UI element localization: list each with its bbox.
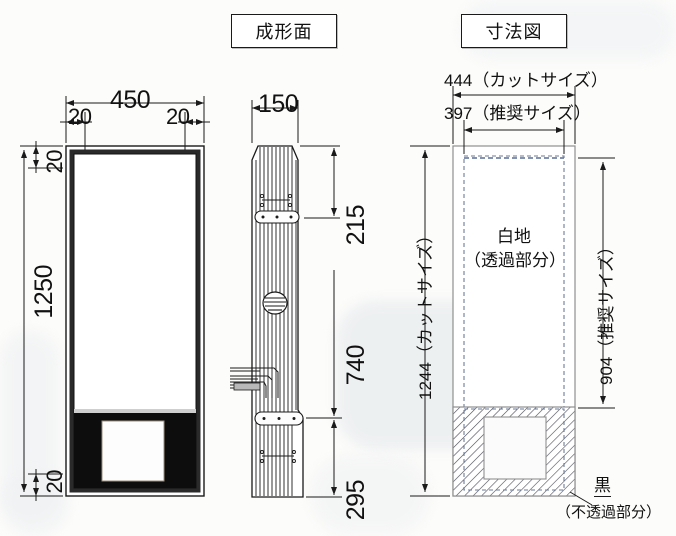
dim-height-recommend-label: 904（推奨サイズ） [597,238,616,385]
side-depth-label: 150 [258,90,299,118]
title-molding-surface: 成形面 [231,14,337,48]
front-view-dimensions [20,96,210,501]
black-area-label: 黒 [594,476,611,497]
title-dimension-drawing: 寸法図 [461,14,567,48]
dim-width-cut-label: 444（カットサイズ） [444,71,608,90]
front-margin-left-label: 20 [68,104,92,129]
side-view-dimensions [251,100,342,498]
front-margin-right-label: 20 [166,104,190,129]
white-area-label-line1: 白地 [497,227,531,246]
side-dim-215-label: 215 [342,205,370,246]
side-dim-295-label: 295 [342,480,370,521]
dim-height-cut-label: 1244（カットサイズ） [416,226,435,400]
black-area-note: （不透過部分） [556,504,662,521]
front-view-drawing [65,145,205,497]
front-width-overall-label: 450 [110,86,151,114]
side-dim-740-label: 740 [342,345,370,386]
dimension-view-drawing [452,145,593,506]
dim-width-recommend-label: 397（推奨サイズ） [444,104,591,123]
dimension-view-dimensions [410,86,615,497]
white-area-label-line2: （透過部分） [464,251,566,270]
front-margin-top-label: 20 [42,150,67,174]
side-view-drawing [230,145,304,498]
front-margin-bottom-label: 20 [42,470,67,494]
front-height-overall-label: 1250 [30,265,58,319]
